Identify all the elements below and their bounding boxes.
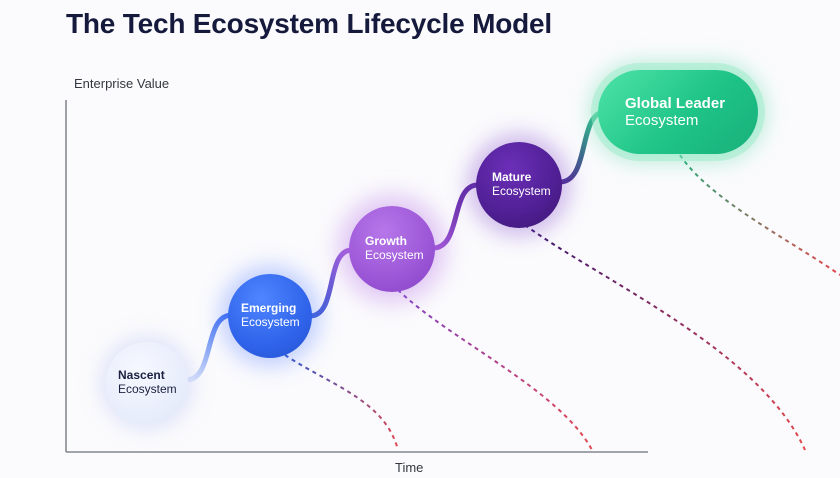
- stage-global-leader: Global Leader Ecosystem: [598, 70, 758, 154]
- stage-emerging: Emerging Ecosystem: [228, 274, 312, 358]
- stage-growth: Growth Ecosystem: [349, 206, 435, 292]
- connector-emerging-growth: [307, 247, 355, 319]
- connector-growth-mature: [430, 182, 481, 251]
- connector-mature-leader: [557, 109, 608, 185]
- stage-subtitle: Ecosystem: [118, 382, 177, 396]
- stage-title: Mature: [492, 170, 532, 185]
- stage-mature: Mature Ecosystem: [476, 142, 562, 228]
- stage-title: Emerging: [241, 301, 297, 316]
- stage-title: Nascent: [118, 368, 165, 383]
- page-title: The Tech Ecosystem Lifecycle Model: [66, 8, 552, 39]
- x-axis-label: Time: [395, 460, 424, 475]
- decline-path-leader: [679, 154, 840, 276]
- stage-subtitle: Ecosystem: [241, 315, 300, 329]
- connector-nascent-emerging: [183, 312, 235, 383]
- decline-path-growth: [397, 289, 593, 451]
- stage-title: Global Leader: [625, 94, 726, 112]
- stage-subtitle: Ecosystem: [365, 248, 424, 262]
- stage-title: Growth: [365, 234, 407, 249]
- stage-subtitle: Ecosystem: [492, 184, 551, 198]
- decline-path-emerging: [284, 354, 399, 451]
- decline-path-mature: [524, 224, 806, 451]
- y-axis-label: Enterprise Value: [74, 76, 170, 91]
- stage-subtitle: Ecosystem: [625, 112, 699, 129]
- stage-nascent: Nascent Ecosystem: [106, 342, 188, 424]
